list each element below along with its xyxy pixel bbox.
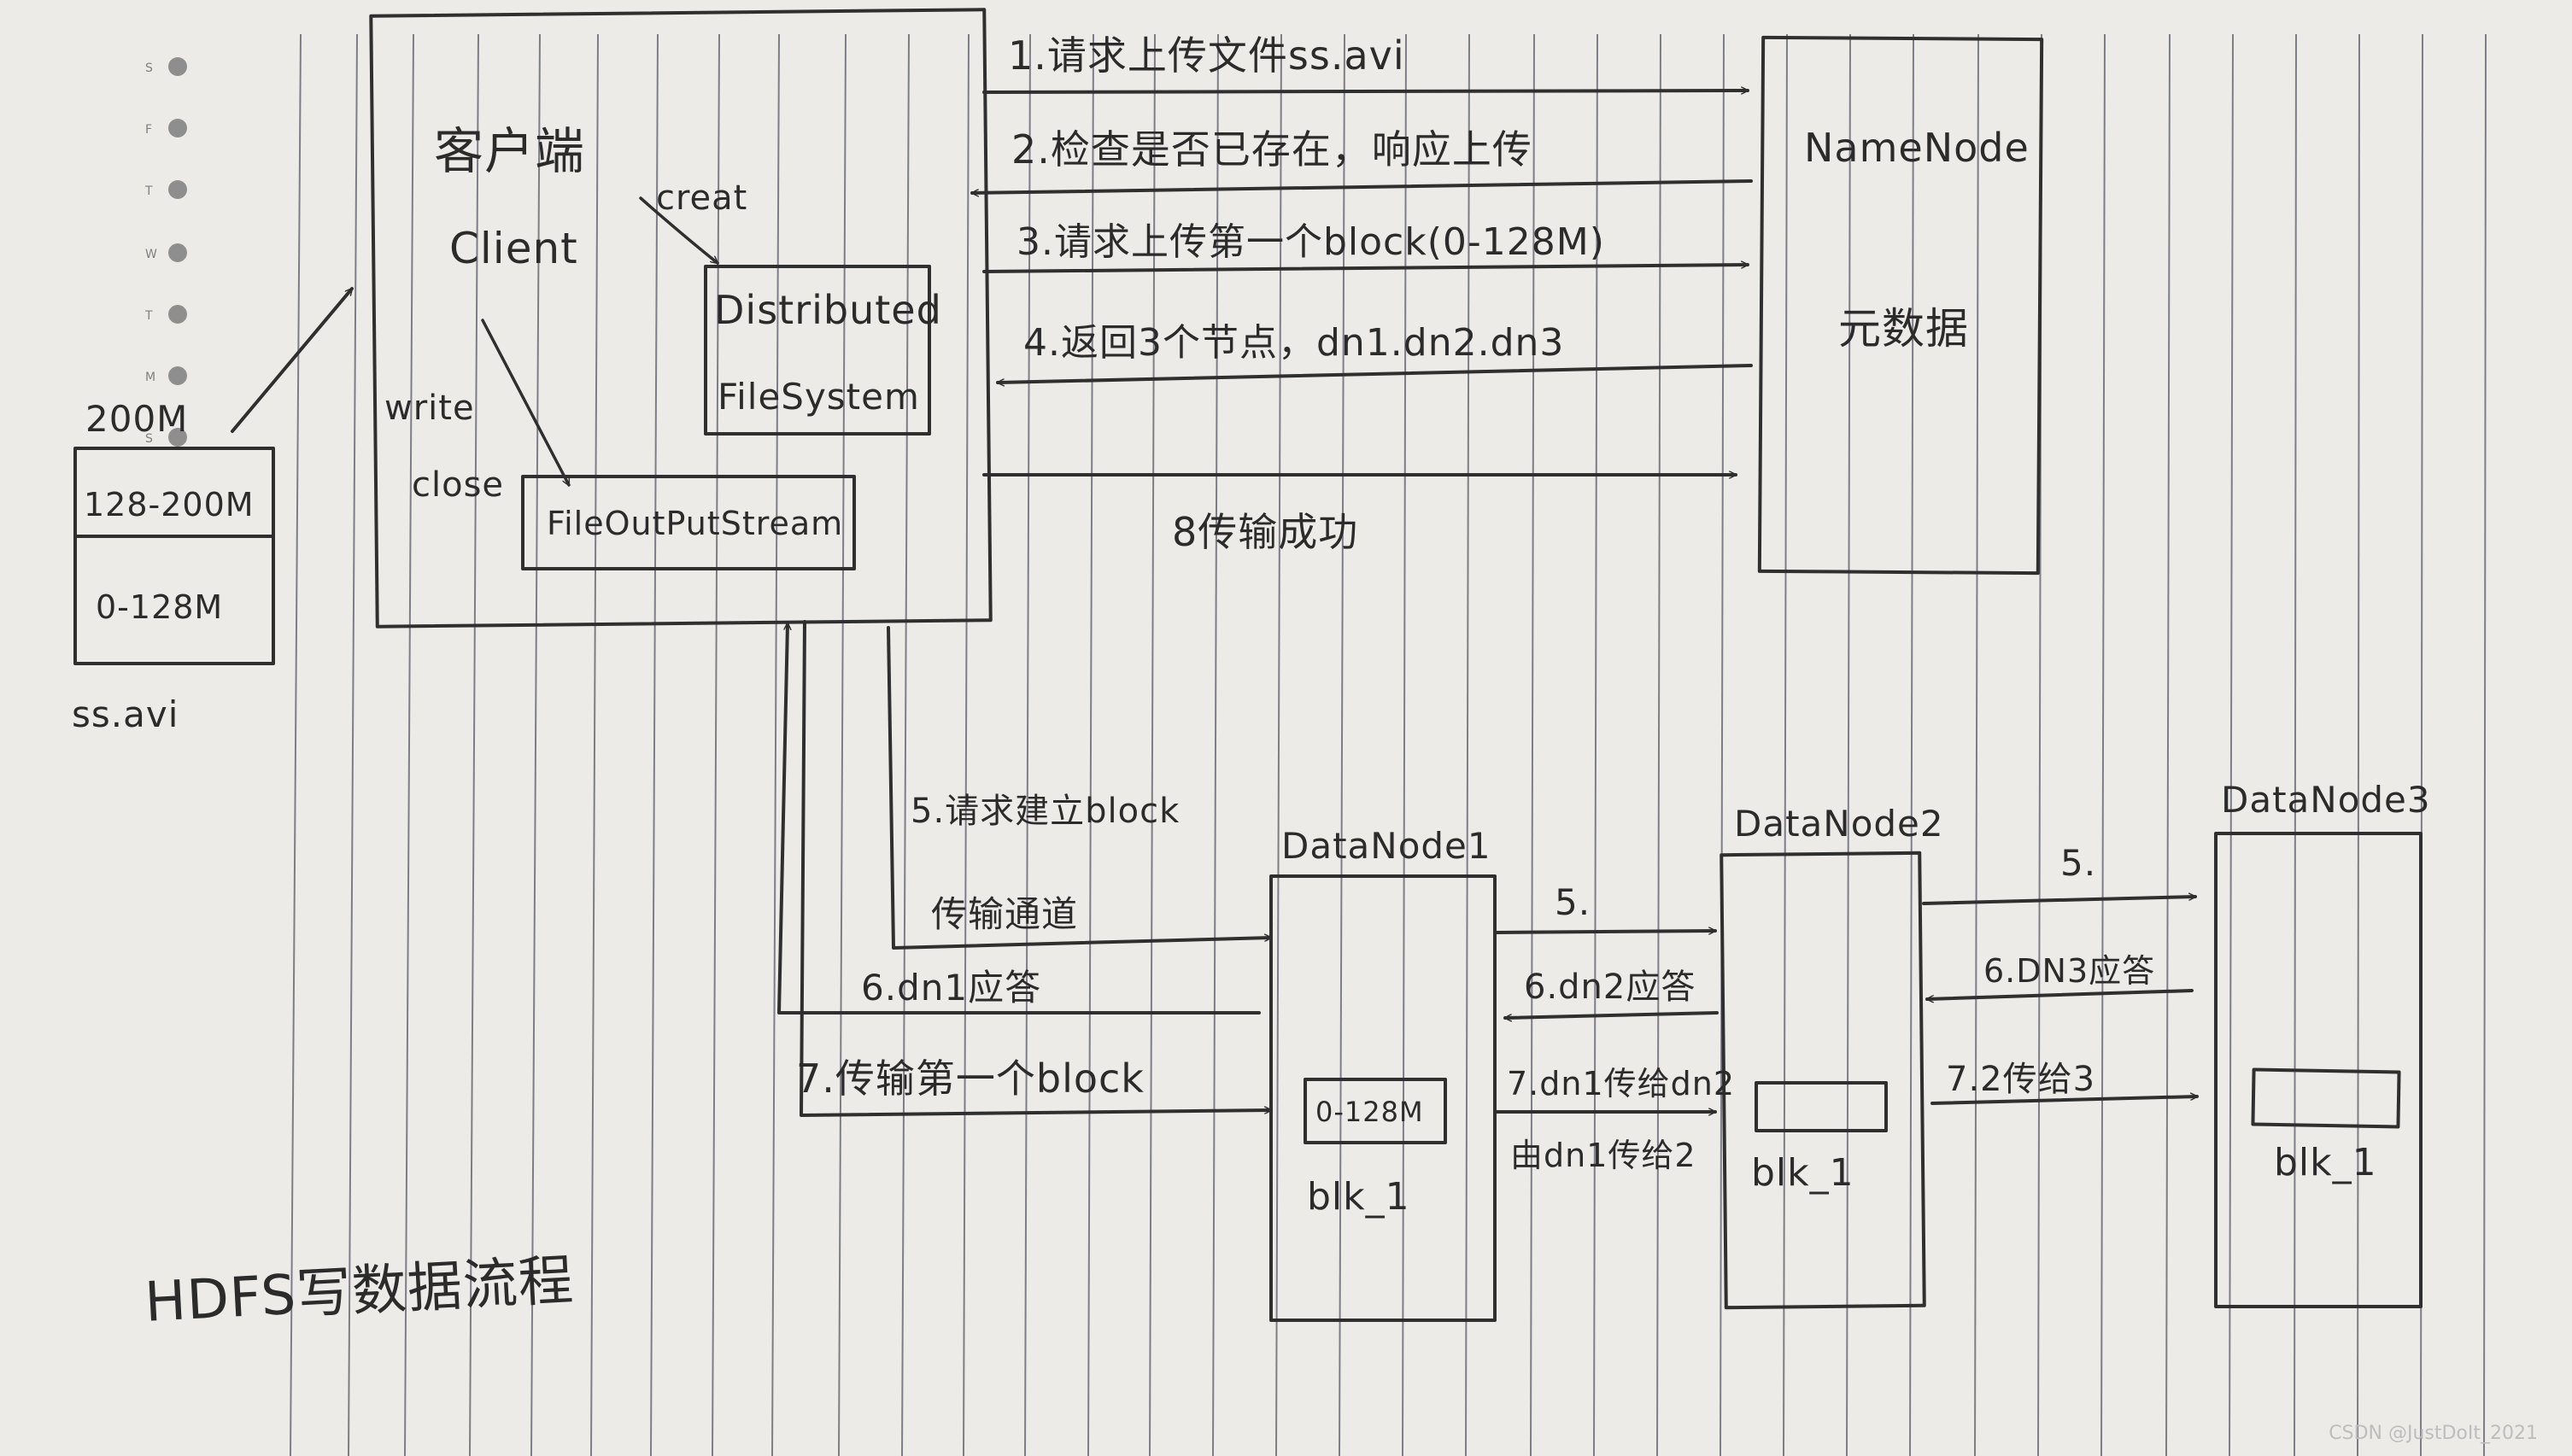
client-subtitle: Client [449, 224, 578, 273]
namenode-title: NameNode [1804, 125, 2030, 171]
file-name: ss.avi [72, 693, 179, 735]
step7-label: 7.传输第一个block [796, 1055, 1145, 1102]
day-letter: S [145, 432, 153, 446]
arrow-dn2-dn1-step6 [1503, 1011, 1719, 1018]
step8-label: 8传输成功 [1172, 509, 1359, 555]
dn23-step5-label: 5. [2060, 842, 2097, 884]
file-size-label: 200M [85, 398, 189, 440]
arrow-step1 [982, 91, 1749, 92]
create-label: creat [656, 178, 748, 218]
namenode-box [1757, 35, 2044, 576]
datanode1-block [1304, 1078, 1447, 1144]
step5-label-line2: 传输通道 [931, 893, 1079, 935]
datanode2-blk-label: blk_1 [1751, 1151, 1854, 1195]
watermark: CSDN @JustDoIt_2021 [2329, 1423, 2538, 1444]
step3-label: 3.请求上传第一个block(0-128M) [1016, 220, 1605, 264]
namenode-metadata-label: 元数据 [1838, 304, 1969, 354]
create-arrow [639, 196, 718, 265]
step4-label: 4.返回3个节点，dn1.dn2.dn3 [1023, 321, 1565, 365]
client-box [369, 8, 993, 629]
arrow-dn2-dn3-step7 [1930, 1096, 2199, 1105]
dfs-label-line1: Distributed [714, 287, 942, 333]
file-block2-label: 128-200M [84, 486, 255, 523]
distributed-filesystem-box [704, 265, 931, 436]
day-letter: T [144, 309, 153, 323]
day-letter: S [145, 61, 153, 75]
client-title: 客户端 [434, 122, 586, 180]
datanode3-block [2251, 1067, 2401, 1129]
datanode3-blk-label: blk_1 [2274, 1141, 2377, 1184]
write-arrow [481, 319, 571, 485]
day-letter: F [145, 123, 152, 137]
day-letter: T [144, 184, 153, 198]
day-letter: W [145, 248, 157, 261]
step1-label: 1.请求上传文件ss.avi [1008, 32, 1405, 79]
datanode1-block-label: 0-128M [1315, 1096, 1424, 1128]
datanode1-blk-label: blk_1 [1307, 1175, 1410, 1219]
arrow-dn1-dn2-step5 [1495, 931, 1717, 933]
dn12-step7-label-line2: 由dn1传给2 [1510, 1137, 1696, 1174]
arrow-step6-ack [777, 622, 1261, 1015]
datanode2-block [1755, 1081, 1888, 1132]
write-label: write [384, 389, 475, 428]
file-blocks [73, 447, 275, 665]
arrow-step2 [970, 179, 1753, 193]
calendar-dots [168, 57, 187, 447]
datanode2-title: DataNode2 [1734, 803, 1944, 845]
step5-label-line1: 5.请求建立block [911, 792, 1181, 831]
arrow-step7-transfer [800, 620, 1273, 1117]
calendar-letters: S F T W T M S [144, 61, 157, 446]
dn12-step7-label-line1: 7.dn1传给dn2 [1507, 1065, 1736, 1102]
close-label: close [412, 465, 505, 505]
dn12-step5-label: 5. [1555, 881, 1591, 923]
arrow-step5-pipeline [887, 626, 1273, 950]
arrow-dn2-dn3-step5 [1922, 897, 2197, 905]
file-block-stack [73, 447, 275, 665]
dn12-step6-label: 6.dn2应答 [1524, 968, 1696, 1007]
arrow-step4 [996, 364, 1753, 383]
datanode3-title: DataNode3 [2221, 779, 2431, 821]
fileoutputstream-label: FileOutPutStream [547, 505, 844, 542]
datanode1-box [1269, 874, 1497, 1322]
datanode3-box [2214, 832, 2423, 1308]
arrow-dn3-dn2-step6 [1925, 989, 2194, 999]
dfs-label-line2: FileSystem [718, 376, 920, 418]
file-block1-label: 0-128M [96, 588, 224, 626]
step6-label: 6.dn1应答 [861, 967, 1042, 1009]
dn23-step6-label: 6.DN3应答 [1983, 952, 2156, 990]
arrow-step3 [982, 265, 1749, 273]
file-to-client-arrow [231, 287, 354, 433]
datanode2-box [1720, 851, 1926, 1310]
dn23-step7-label: 7.2传给3 [1946, 1060, 2096, 1099]
step2-label: 2.检查是否已存在，响应上传 [1011, 126, 1532, 172]
ruled-lines [290, 33, 2487, 1456]
datanode1-title: DataNode1 [1281, 825, 1491, 867]
fileoutputstream-box [521, 475, 856, 570]
day-letter: M [145, 371, 155, 384]
